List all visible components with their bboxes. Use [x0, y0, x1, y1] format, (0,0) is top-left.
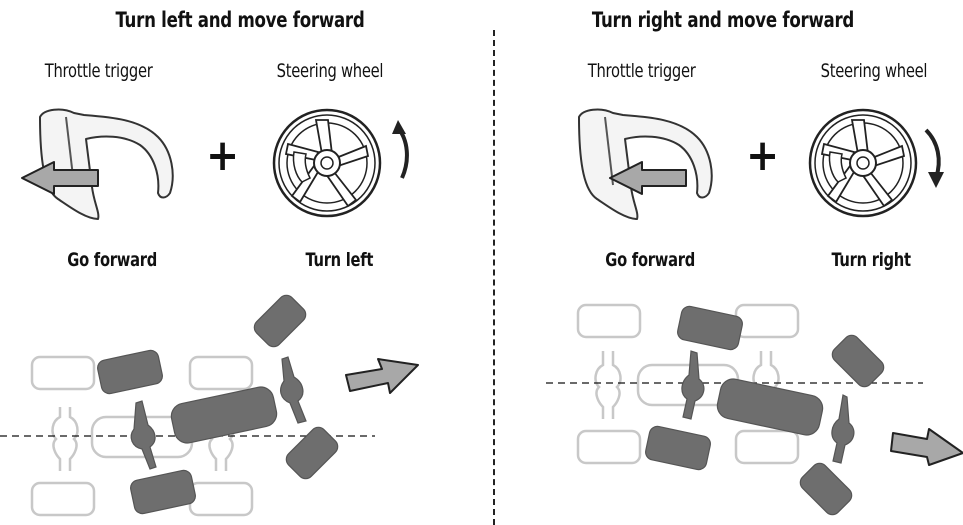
plus-sign: + [206, 130, 239, 181]
turn-right-movement-diagram [546, 303, 963, 516]
throttle-trigger-icon [578, 108, 713, 220]
panel-title: Turn right and move forward [591, 8, 855, 32]
arrow-left-icon [21, 161, 99, 195]
plus-sign: + [746, 130, 779, 181]
panel-title: Turn left and move forward [115, 8, 365, 32]
steering-wheel-icon [808, 108, 944, 218]
go-forward-label: Go forward [67, 249, 158, 271]
steering-wheel-label: Steering wheel [276, 60, 384, 82]
throttle-trigger-label: Throttle trigger [44, 60, 153, 82]
go-forward-label: Go forward [605, 249, 696, 271]
turn-right-label: Turn right [831, 249, 911, 271]
steering-wheel-icon [272, 108, 409, 218]
steering-wheel-label: Steering wheel [820, 60, 928, 82]
turn-left-movement-diagram [0, 294, 419, 517]
throttle-trigger-label: Throttle trigger [587, 60, 696, 82]
arrow-left-icon [609, 161, 687, 195]
turn-left-label: Turn left [305, 249, 374, 271]
panel-divider [493, 30, 495, 525]
panel-turn-left: Turn left and move forward Throttle trig… [0, 0, 480, 525]
panel-turn-right: Turn right and move forward Throttle tri… [483, 0, 963, 525]
